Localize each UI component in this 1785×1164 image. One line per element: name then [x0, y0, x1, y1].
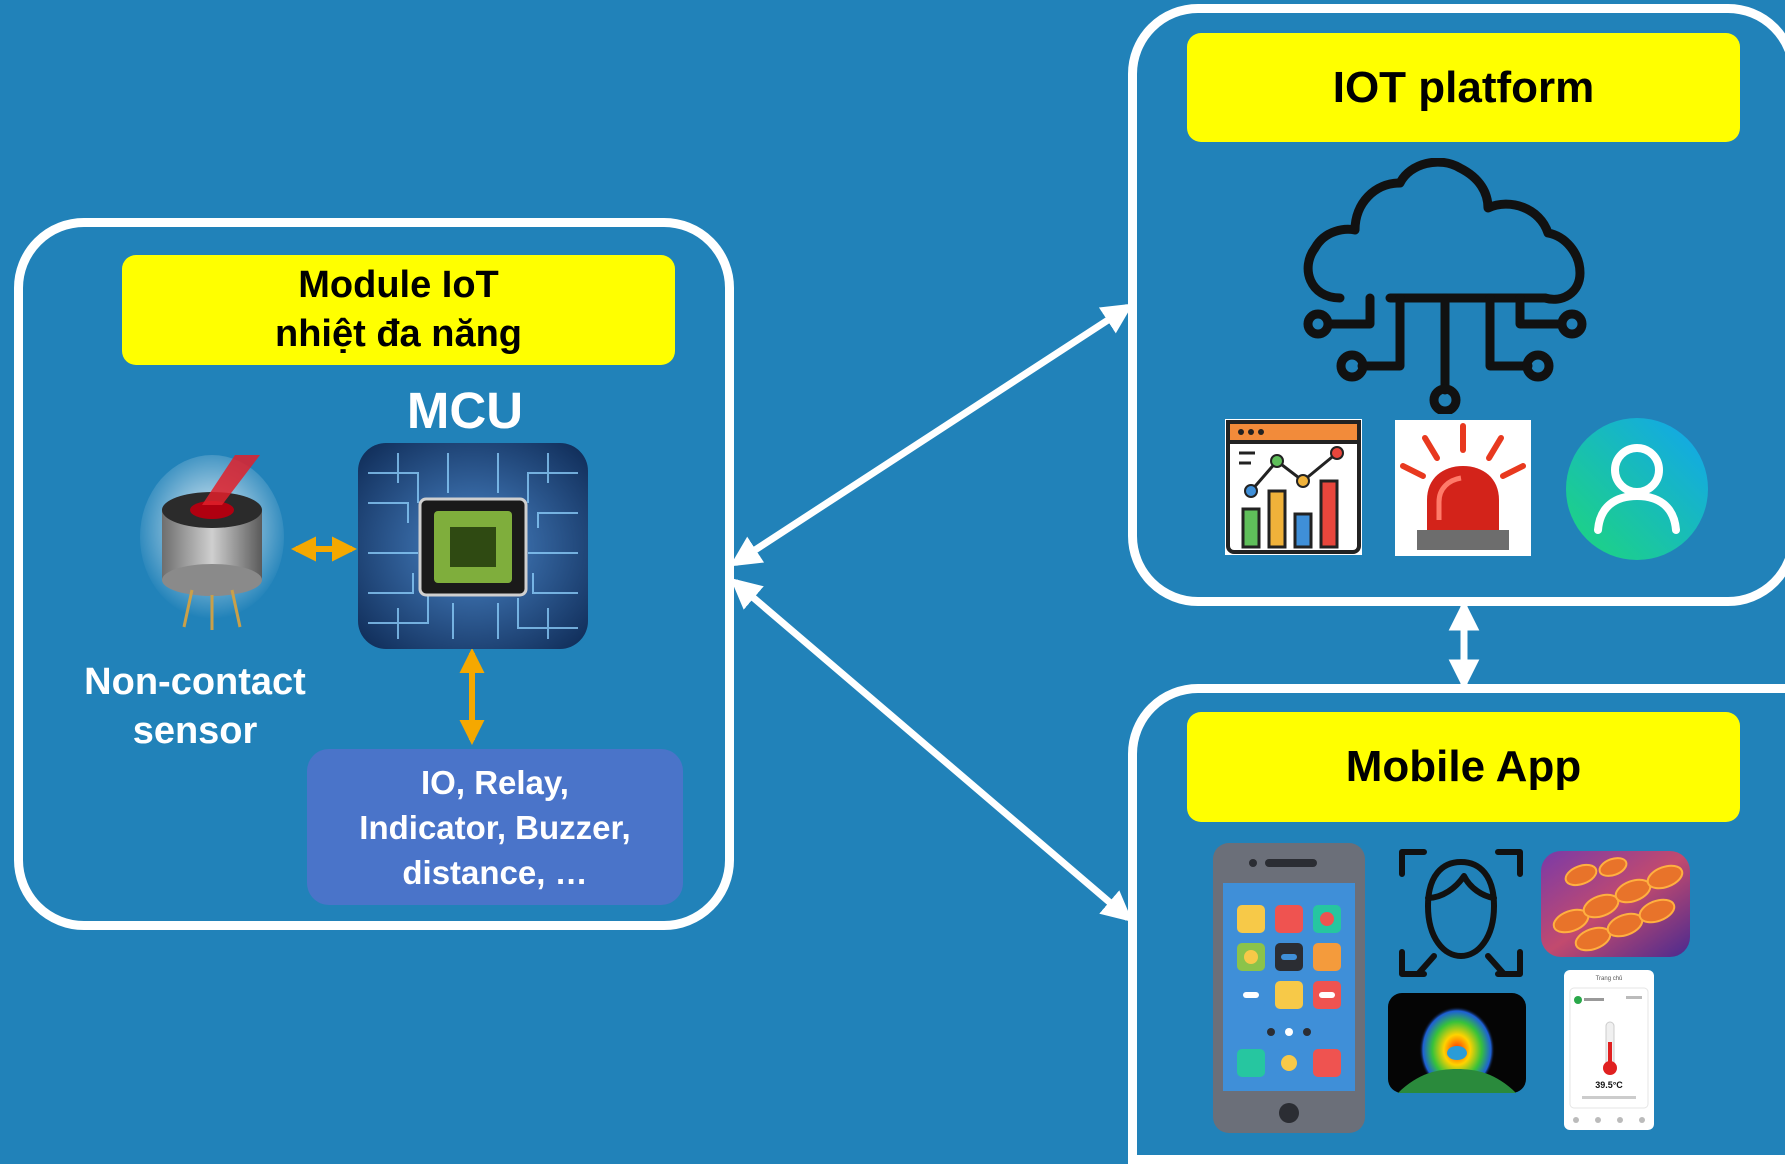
thermal-body-image [1541, 851, 1690, 957]
module-title: Module IoT nhiệt đa năng [122, 255, 675, 365]
alarm-siren-icon [1395, 420, 1531, 556]
mcu-label: MCU [406, 382, 524, 439]
user-account-icon [1566, 418, 1708, 560]
cloud-network-icon [1300, 157, 1590, 416]
mobile-title: Mobile App [1187, 712, 1740, 822]
io-peripherals-box: IO, Relay, Indicator, Buzzer, distance, … [307, 749, 683, 905]
analytics-dashboard-icon [1225, 419, 1362, 555]
mobile-panel [1128, 684, 1785, 1164]
module-panel [14, 218, 734, 930]
platform-panel [1128, 4, 1785, 606]
module-to-platform-arrow [729, 303, 1134, 567]
face-scan-icon [1398, 848, 1524, 978]
platform-title: IOT platform [1187, 33, 1740, 142]
module-to-mobile-arrow [730, 577, 1133, 923]
ir-sensor-image [140, 455, 290, 630]
app-screenshot-temperature: 39.5°C [1595, 1080, 1623, 1090]
mcu-chip-image [358, 443, 588, 649]
sensor-label: Non-contact sensor [84, 661, 306, 752]
app-screenshot-header: Trang chủ [1595, 976, 1623, 982]
thermal-face-image [1388, 993, 1526, 1093]
temperature-app-screenshot: Trang chủ 39.5°C [1564, 970, 1654, 1130]
smartphone-icon [1213, 843, 1365, 1133]
